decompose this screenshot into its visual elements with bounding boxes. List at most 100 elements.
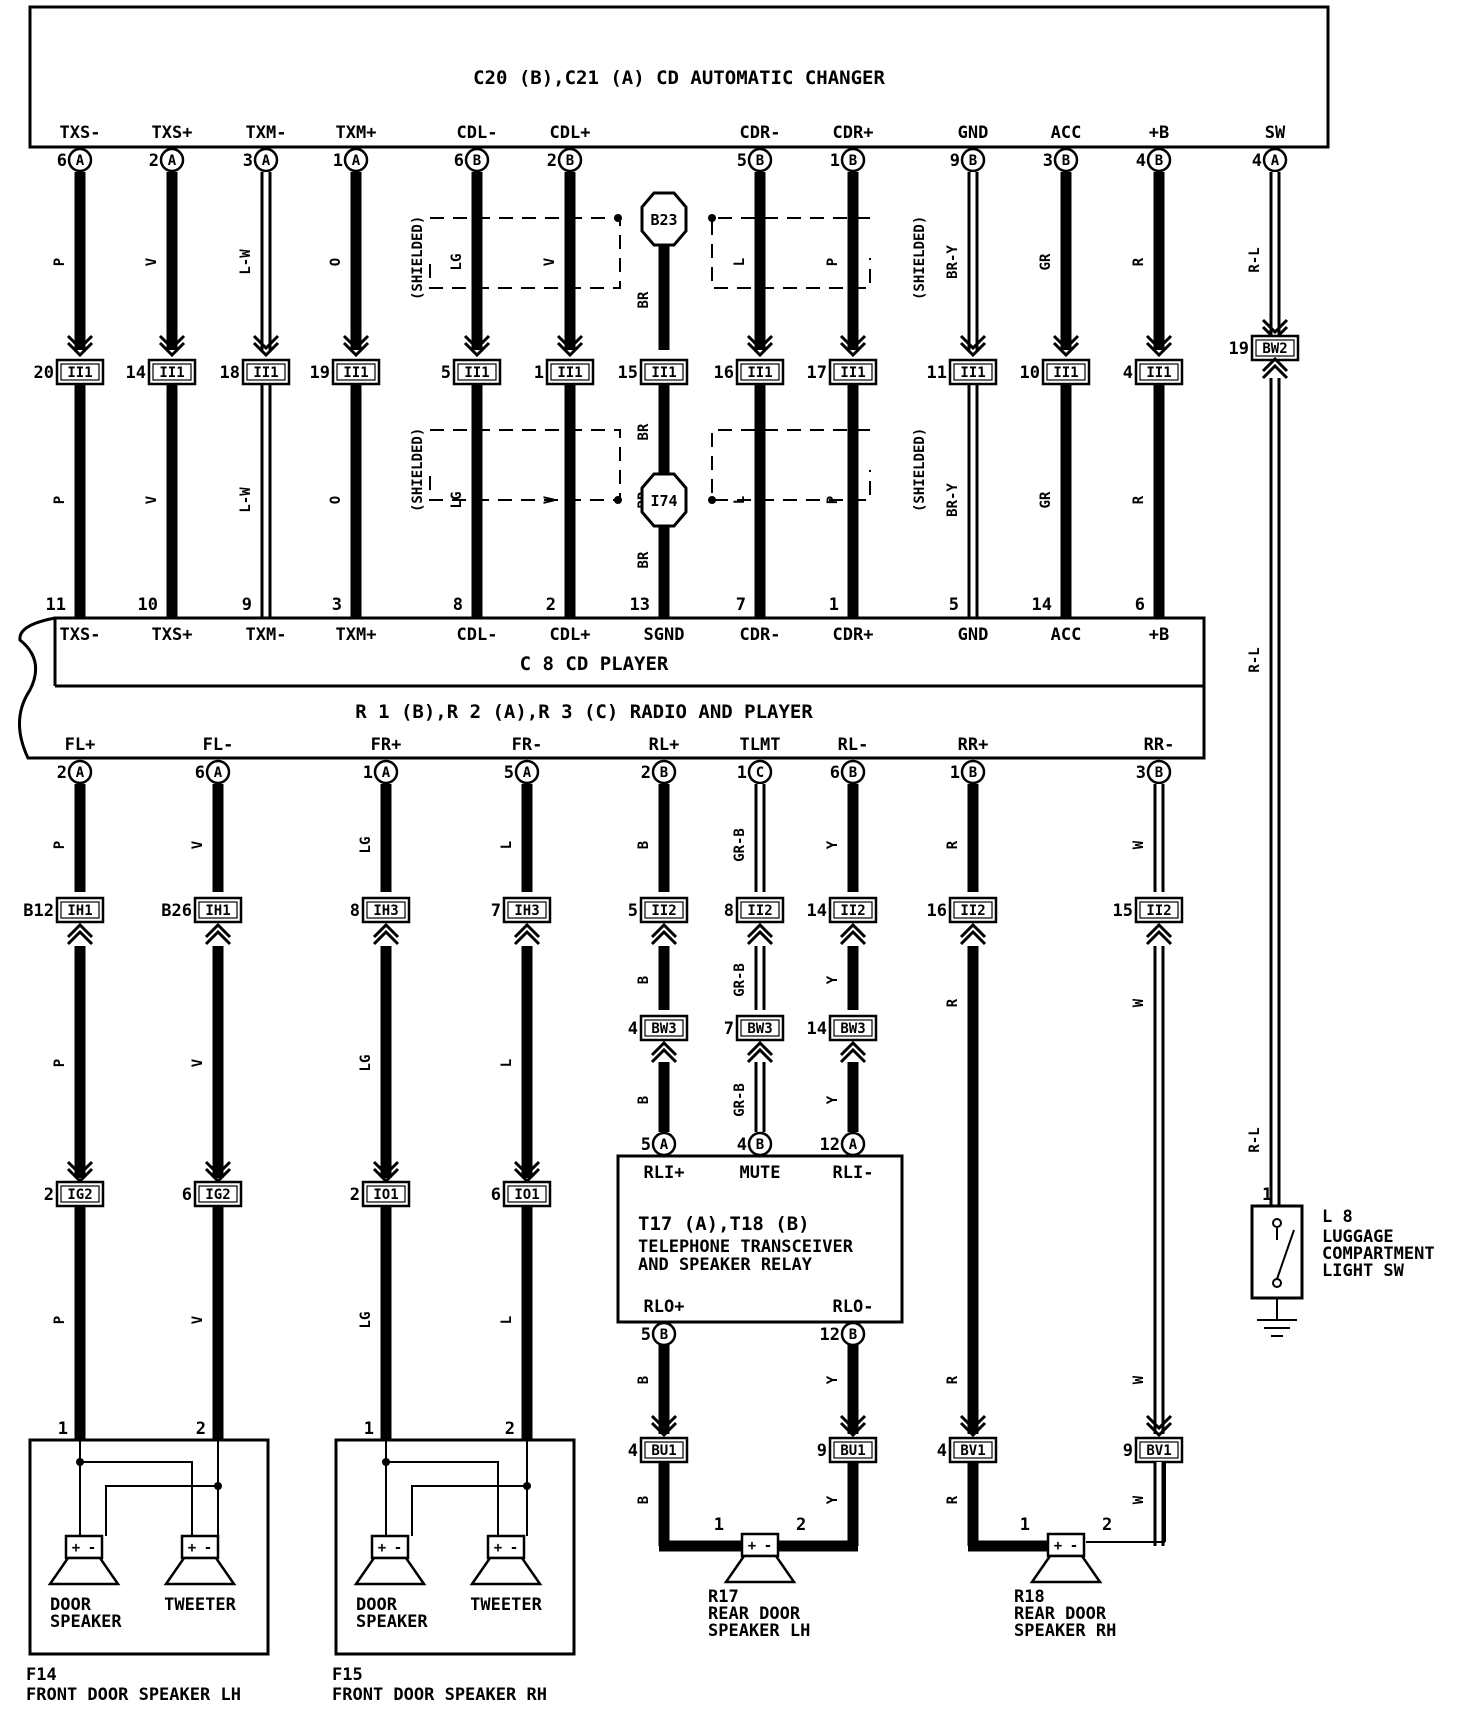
svg-text:1: 1 [830, 151, 840, 171]
upper-color-mid-2: L-W [238, 487, 254, 513]
f14-pin1: 1 [58, 1419, 68, 1439]
svg-text:BV1: BV1 [1146, 1443, 1171, 1459]
svg-text:12: 12 [820, 1325, 840, 1345]
svg-text:14: 14 [807, 1019, 827, 1039]
svg-text:4: 4 [737, 1135, 747, 1155]
svg-text:2: 2 [44, 1185, 54, 1205]
player-pin-number-10: 14 [1032, 595, 1052, 615]
svg-text:7: 7 [724, 1019, 734, 1039]
upper-color-top-6: BR [636, 291, 652, 308]
svg-text:18: 18 [220, 363, 240, 383]
svg-text:II1: II1 [1146, 365, 1171, 381]
svg-text:A: A [523, 765, 532, 781]
lower-color-b-3: L [499, 1059, 515, 1067]
upper-color-top-3: O [328, 258, 344, 266]
upper-color-top-5: V [542, 257, 558, 266]
svg-text:A: A [262, 153, 271, 169]
r17-pin2: 2 [796, 1515, 806, 1535]
f15-box [334, 1438, 576, 1656]
f15-pin1: 1 [364, 1419, 374, 1439]
f14-id: F14 [26, 1665, 57, 1685]
svg-text:II1: II1 [651, 365, 676, 381]
changer-pin-8: GND [958, 123, 989, 143]
svg-text:6: 6 [195, 763, 205, 783]
svg-text:II1: II1 [557, 365, 582, 381]
lower-color-c-2: Y [825, 1095, 841, 1104]
player-pin-2: TXM- [246, 625, 287, 645]
f15-door-label-2: SPEAKER [356, 1612, 428, 1632]
tel-pin-bottom-1: RLO- [833, 1297, 874, 1317]
player-pin-7: CDR- [740, 625, 781, 645]
tel-pin-top-1: MUTE [740, 1163, 781, 1183]
svg-text:B: B [849, 1327, 857, 1343]
svg-text:-: - [204, 1540, 212, 1556]
svg-text:+: + [1054, 1538, 1062, 1554]
upper-color-top-10: GR [1038, 253, 1054, 270]
changer-pin-4: CDL- [457, 123, 498, 143]
f15-door-speaker: +- [353, 1534, 427, 1586]
svg-text:-: - [1070, 1538, 1078, 1554]
svg-text:+: + [748, 1538, 756, 1554]
f14-door-label-1: DOOR [50, 1595, 92, 1615]
svg-text:6: 6 [454, 151, 464, 171]
r18-speaker: +- [1029, 1532, 1103, 1584]
svg-text:B23: B23 [650, 211, 677, 229]
svg-text:19: 19 [310, 363, 330, 383]
lower-color-a-8: W [1131, 840, 1147, 849]
player-pin-number-6: 13 [630, 595, 650, 615]
svg-text:5: 5 [737, 151, 747, 171]
svg-text:16: 16 [927, 901, 947, 921]
svg-text:A: A [1271, 153, 1280, 169]
lower-color-a-0: P [52, 841, 68, 849]
svg-text:II2: II2 [1146, 903, 1171, 919]
svg-text:1: 1 [950, 763, 960, 783]
player-pin-number-0: 11 [46, 595, 66, 615]
player-pin-11: +B [1149, 625, 1169, 645]
svg-text:19: 19 [1229, 339, 1249, 359]
svg-text:A: A [660, 1137, 669, 1153]
svg-text:II2: II2 [747, 903, 772, 919]
svg-text:2: 2 [547, 151, 557, 171]
svg-text:B: B [756, 1137, 764, 1153]
svg-text:4: 4 [628, 1441, 638, 1461]
cd-changer-box [28, 5, 1330, 149]
radio-pin-3: FR- [512, 735, 543, 755]
svg-text:5: 5 [641, 1135, 651, 1155]
svg-text:14: 14 [126, 363, 146, 383]
lower-color-rear-8: W [1131, 1375, 1147, 1384]
svg-text:A: A [76, 765, 85, 781]
svg-text:16: 16 [714, 363, 734, 383]
svg-text:1: 1 [534, 363, 544, 383]
svg-text:II1: II1 [253, 365, 278, 381]
svg-text:B: B [849, 153, 857, 169]
radio-pin-6: RL- [838, 735, 869, 755]
br-extra-2: BR [636, 551, 652, 568]
svg-text:-: - [764, 1538, 772, 1554]
svg-text:IH3: IH3 [514, 903, 539, 919]
f14-door-label-2: SPEAKER [50, 1612, 122, 1632]
player-pin-10: ACC [1051, 625, 1082, 645]
svg-text:II1: II1 [1053, 365, 1078, 381]
telephone-title-2: TELEPHONE TRANSCEIVER [638, 1237, 854, 1257]
svg-text:B: B [969, 153, 977, 169]
tel-pinref-bottom-1: 12 B [820, 1321, 866, 1347]
